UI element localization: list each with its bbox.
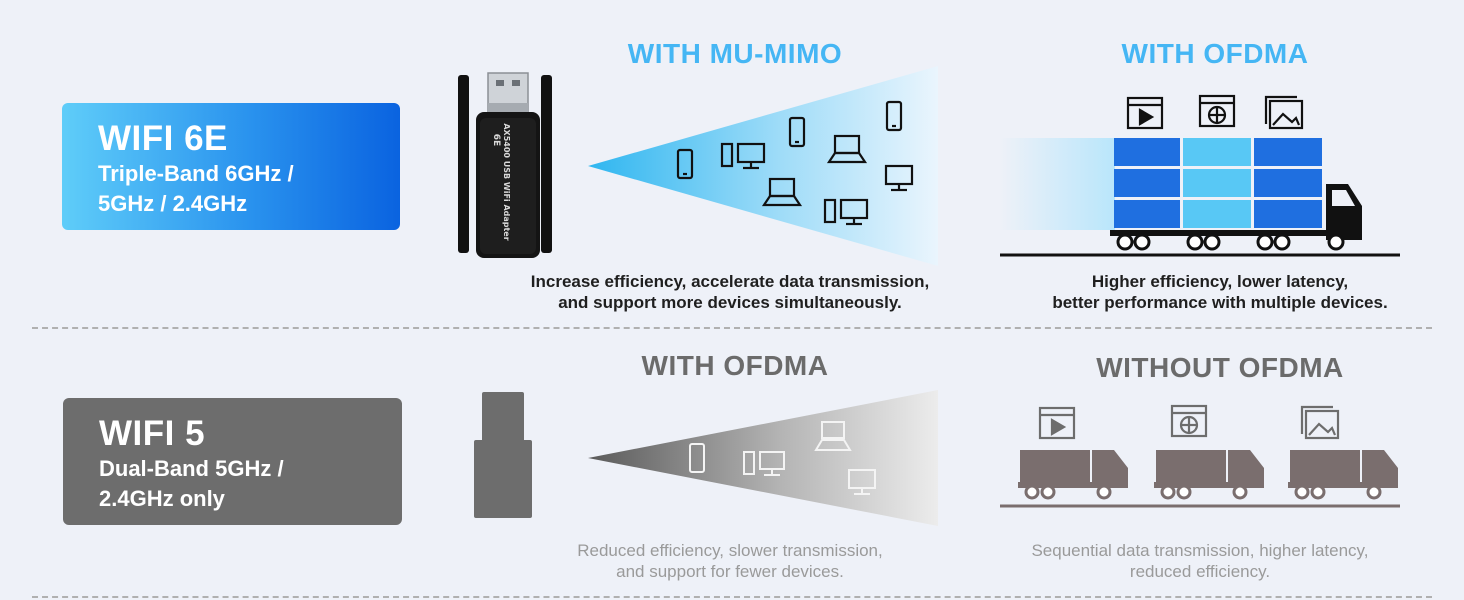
- wifi5-beam: [588, 390, 938, 526]
- without-ofdma-caption-line1: Sequential data transmission, higher lat…: [1031, 541, 1369, 560]
- ofdma-6e-caption-line2: better performance with multiple devices…: [1052, 293, 1388, 312]
- section-divider: [32, 327, 1432, 329]
- image-icon: [1264, 95, 1304, 130]
- wifi6e-subtitle-line2: 5GHz / 2.4GHz: [98, 191, 248, 216]
- ofdma-heading-5: WITH OFDMA: [641, 350, 829, 381]
- laptop-icon: [814, 421, 852, 451]
- desktop-icon: [823, 198, 869, 226]
- ofdma-heading-6e: WITH OFDMA: [1121, 38, 1309, 69]
- ofdma-truck-illustration: [1000, 94, 1400, 257]
- phone-icon: [676, 148, 694, 180]
- wifi5-ofdma-caption-line1: Reduced efficiency, slower transmission,: [577, 541, 883, 560]
- wifi6e-title: WIFI 6E: [98, 119, 228, 158]
- wifi5-subtitle-line1: Dual-Band 5GHz /: [99, 456, 284, 481]
- phone-icon: [885, 100, 903, 132]
- monitor-icon: [884, 164, 914, 192]
- truck-2: [1154, 450, 1264, 500]
- phone-icon: [788, 116, 806, 148]
- wifi5-usb-adapter-image: [474, 392, 532, 518]
- wifi5-subtitle-line2: 2.4GHz only: [99, 486, 225, 511]
- adapter-label: AX5400 USB WiFi Adapter: [502, 123, 511, 240]
- wifi6e-subtitle-line1: Triple-Band 6GHz /: [98, 161, 294, 186]
- wifi6e-usb-adapter-image: AX5400 USB WiFi Adapter 6E: [458, 72, 552, 258]
- video-icon: [1126, 96, 1164, 130]
- mu-mimo-beam: [588, 66, 938, 266]
- web-icon: [1198, 94, 1236, 128]
- desktop-icon: [720, 142, 766, 170]
- web-icon: [1170, 404, 1208, 438]
- without-ofdma-trucks: [1000, 404, 1400, 508]
- wifi5-ofdma-caption-line2: and support for fewer devices.: [616, 562, 844, 581]
- monitor-icon: [848, 469, 876, 495]
- laptop-icon: [826, 134, 868, 164]
- phone-icon: [689, 443, 705, 473]
- image-icon: [1300, 405, 1340, 440]
- mu-mimo-caption-line1: Increase efficiency, accelerate data tra…: [530, 272, 930, 291]
- wifi5-badge: WIFI 5 Dual-Band 5GHz / 2.4GHz only: [63, 398, 402, 525]
- ofdma-6e-caption-line1: Higher efficiency, lower latency,: [1091, 272, 1349, 291]
- mu-mimo-caption-line2: and support more devices simultaneously.: [558, 293, 902, 312]
- desktop-icon: [743, 451, 785, 476]
- truck-3: [1288, 450, 1398, 500]
- adapter-logo: 6E: [491, 134, 501, 146]
- wifi6e-badge: WIFI 6E Triple-Band 6GHz / 5GHz / 2.4GHz: [62, 103, 400, 230]
- truck-1: [1018, 450, 1128, 500]
- video-icon: [1038, 406, 1076, 440]
- laptop-icon: [761, 177, 803, 207]
- without-ofdma-caption-line2: reduced efficiency.: [1129, 562, 1271, 581]
- bottom-divider: [32, 596, 1432, 598]
- wifi5-title: WIFI 5: [99, 414, 206, 453]
- without-ofdma-heading: WITHOUT OFDMA: [1096, 352, 1344, 383]
- mu-mimo-heading: WITH MU-MIMO: [627, 38, 843, 69]
